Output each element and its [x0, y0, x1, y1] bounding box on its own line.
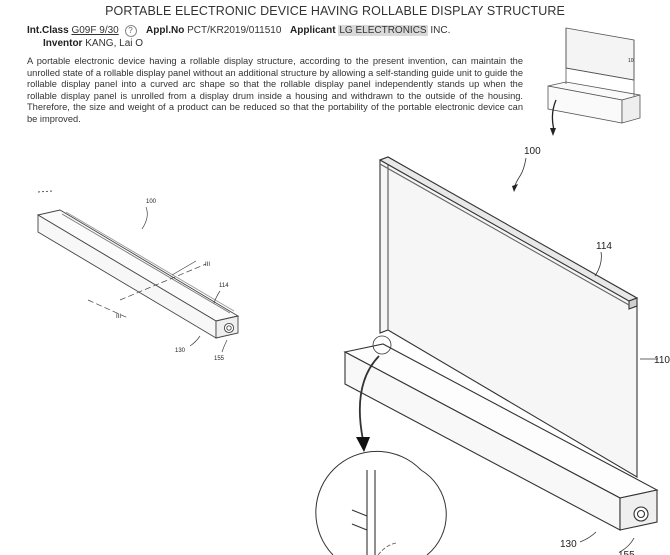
abstract-text: A portable electronic device having a ro… — [27, 56, 523, 124]
left-label-section-bottom: III — [116, 314, 121, 320]
int-class-link[interactable]: G09F 9/30 — [71, 25, 119, 36]
right-label-panel: 114 — [596, 241, 612, 252]
right-figure: 100 114 110 130 155 — [315, 146, 670, 555]
right-label-edge: 110 — [654, 355, 670, 366]
int-class-label: Int.Class — [27, 25, 69, 36]
inventor-field: Inventor KANG, Lai O — [43, 38, 143, 49]
right-label-housing: 130 — [560, 539, 577, 550]
inventor-value: KANG, Lai O — [85, 38, 144, 49]
thumb-label-ref: 10 — [628, 58, 634, 64]
applicant-label: Applicant — [290, 25, 336, 36]
left-label-section-top: III — [205, 262, 210, 268]
right-label-port: 155 — [618, 550, 635, 555]
appl-no-value: PCT/KR2019/011510 — [187, 25, 282, 36]
right-label-device: 100 — [524, 146, 541, 157]
int-class-field: Int.Class G09F 9/30 ? — [27, 25, 137, 37]
inventor-label: Inventor — [43, 38, 83, 49]
left-figure: 100 III III 114 130 155 — [36, 190, 240, 362]
applicant-rest: INC. — [430, 25, 451, 36]
patent-title: PORTABLE ELECTRONIC DEVICE HAVING ROLLAB… — [105, 4, 565, 18]
left-label-housing: 130 — [175, 348, 186, 354]
applicant-field: Applicant LG ELECTRONICS INC. — [290, 25, 450, 36]
appl-no-label: Appl.No — [146, 25, 185, 36]
thumbnail-figure: 10 — [547, 27, 641, 136]
left-label-panel: 114 — [219, 283, 229, 289]
applicant-highlight: LG ELECTRONICS — [338, 25, 428, 36]
left-label-port: 155 — [214, 356, 225, 362]
appl-no-field: Appl.No PCT/KR2019/011510 — [146, 25, 281, 36]
help-icon[interactable]: ? — [124, 25, 137, 37]
left-label-device: 100 — [146, 199, 157, 205]
